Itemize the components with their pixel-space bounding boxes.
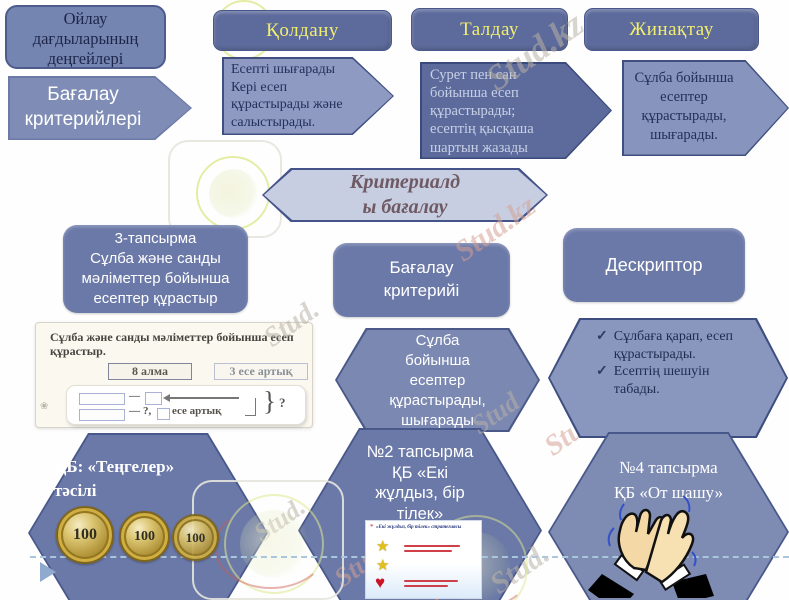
- textbook-image: Сұлба және санды мәліметтер бойынша есеп…: [35, 322, 313, 428]
- textbook-title: Сұлба және санды мәліметтер бойынша есеп…: [50, 330, 294, 359]
- slide-text-bar: [404, 550, 452, 552]
- textbook-diagram: — — ?, есе артық } ?: [66, 385, 306, 425]
- synthesize-description-arrow: Сұлба бойынша есептер құрастырады, шығар…: [622, 60, 789, 156]
- apply-description-arrow: Есепті шығарады Кері есеп құрастырады жә…: [222, 57, 394, 135]
- logo-ring-icon: [196, 156, 270, 230]
- checklist-item: ✓ Сұлбаға қарап, есеп құрастырады.: [596, 328, 746, 363]
- center-title-text: Критериалд ы бағалау: [262, 170, 548, 220]
- analyze-description-text: Сурет пен сан бойынша есеп құрастырады; …: [430, 67, 534, 156]
- checklist-item-text: Сұлбаға қарап, есеп құрастырады.: [613, 329, 734, 362]
- flower-icon: ❀: [40, 401, 49, 412]
- tab-analyze: Талдау: [411, 8, 568, 51]
- checklist-item-text: Есептің шешуін табады.: [613, 364, 710, 397]
- arrow-left-head-icon: [163, 394, 170, 402]
- play-triangle-icon: [40, 562, 56, 582]
- slide-text-bar: [404, 585, 448, 587]
- blank-box: [79, 409, 125, 421]
- slide-title: «Екі жұлдыз, бір тілек» стратегиясы: [376, 525, 462, 530]
- logo-red-arc-icon: [214, 505, 328, 589]
- criteria-arrow-label: Бағалау критерийлері: [24, 84, 142, 130]
- question-mark: ?: [279, 395, 286, 410]
- question-comma: ?,: [143, 405, 152, 417]
- checklist-item: ✓ Есептің шешуін табады.: [596, 363, 746, 398]
- bracket-corner: [245, 398, 256, 416]
- task3-box: 3-тапсырма Сұлба және санды мәліметтер б…: [63, 225, 248, 313]
- analyze-description-arrow: Сурет пен сан бойынша есеп құрастырады; …: [420, 62, 612, 159]
- center-title-hexagon: Критериалд ы бағалау: [262, 168, 548, 222]
- blank-box: [145, 392, 162, 405]
- slide-text-bar: [404, 545, 460, 547]
- center-title-line1: Критериалд: [349, 171, 461, 193]
- coin-100-tenge: 100: [172, 514, 219, 561]
- check-icon: ✓: [596, 329, 608, 344]
- check-icon: ✓: [596, 364, 608, 379]
- coin-100-tenge: 100: [119, 511, 170, 562]
- criteria-detail-hexagon: Сұлба бойынша есептер құрастырады, шығар…: [335, 328, 540, 432]
- descriptor-detail-hexagon: ✓ Сұлбаға қарап, есеп құрастырады. ✓ Есе…: [548, 318, 788, 438]
- coin-100-tenge: 100: [56, 506, 114, 564]
- apply-description-text: Есепті шығарады Кері есеп құрастырады жә…: [231, 62, 343, 130]
- criteria-box: Бағалау критерийі: [333, 243, 510, 317]
- heart-icon: ♥: [375, 573, 386, 592]
- star-icon: ★: [376, 558, 390, 574]
- slide-text-bar: [404, 580, 458, 582]
- center-title-line2: ы бағалау: [362, 196, 448, 218]
- asterisk-icon: *: [370, 523, 374, 531]
- task2-title: №2 тапсырма ҚБ «Екі жұлдыз, бір тілек»: [366, 443, 474, 523]
- criteria-arrow: Бағалау критерийлері: [8, 76, 192, 140]
- dash-glyph: —: [129, 390, 140, 402]
- tenge-method-title: ҚБ: «Теңгелер» тәсілі: [54, 457, 175, 500]
- synthesize-description-text: Сұлба бойынша есептер құрастырады, шығар…: [634, 70, 734, 143]
- textbook-tag-times: 3 есе артық: [214, 363, 308, 380]
- blank-box: [79, 393, 125, 405]
- two-stars-slide-image: * «Екі жұлдыз, бір тілек» стратегиясы ★ …: [365, 520, 482, 599]
- descriptor-checklist: ✓ Сұлбаға қарап, есеп құрастырады. ✓ Есе…: [596, 328, 746, 398]
- thinking-levels-box: Ойлау дағдыларының деңгейлері: [5, 5, 166, 69]
- tab-synthesize: Жинақтау: [584, 8, 759, 51]
- textbook-tag-apples: 8 алма: [108, 363, 192, 380]
- criteria-detail-text: Сұлба бойынша есептер құрастырады, шығар…: [389, 332, 486, 429]
- dash-glyph: —: [129, 405, 140, 417]
- blank-box: [157, 408, 170, 420]
- descriptor-box: Дескриптор: [563, 228, 745, 302]
- star-icon: ★: [376, 539, 390, 555]
- tab-apply: Қолдану: [213, 10, 392, 51]
- times-label: есе артық: [172, 405, 222, 417]
- arrow-left-line: [167, 397, 239, 399]
- brace-glyph: }: [263, 386, 276, 416]
- clapping-hands-icon: [588, 495, 714, 598]
